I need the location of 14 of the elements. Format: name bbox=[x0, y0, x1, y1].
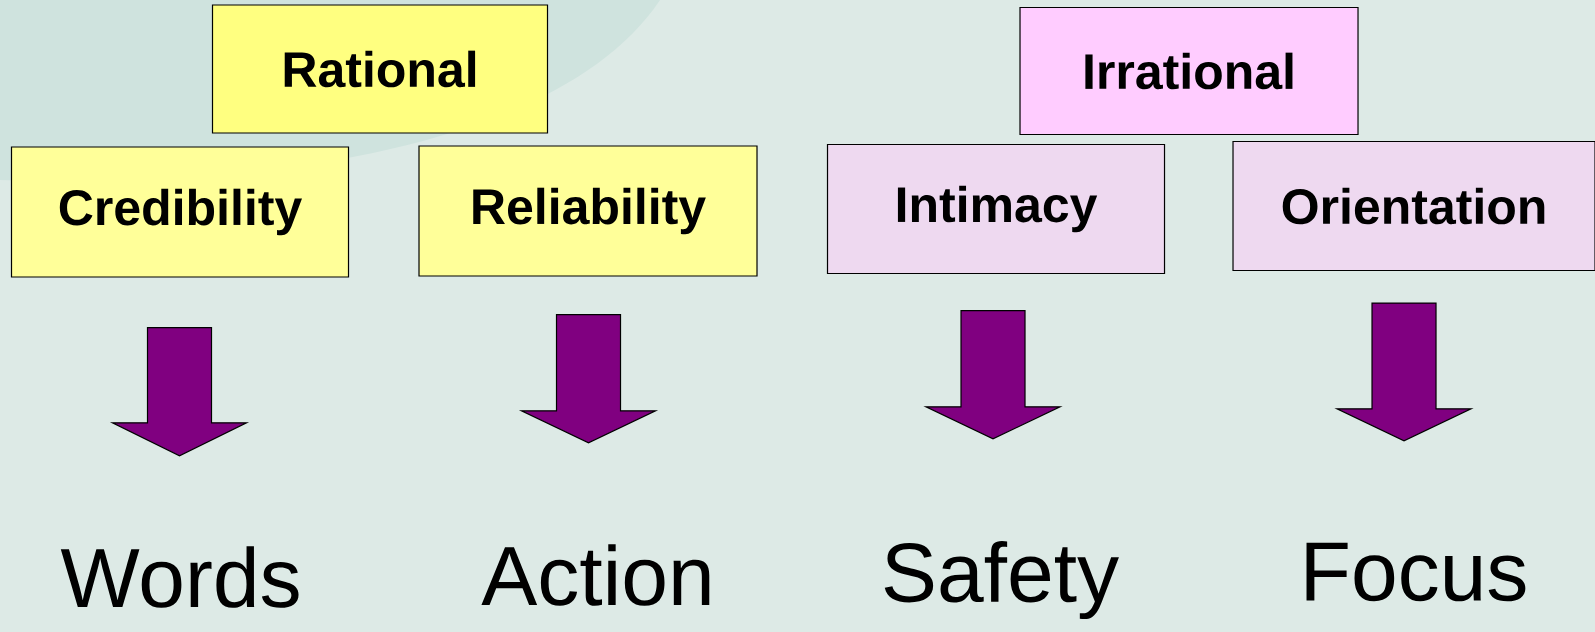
block-arrow bbox=[1334, 302, 1474, 442]
label-box: Rational bbox=[211, 4, 549, 134]
label-box: Intimacy bbox=[826, 143, 1166, 275]
label-box: Irrational bbox=[1019, 6, 1359, 136]
block-arrow bbox=[109, 327, 250, 457]
result-word: Safety bbox=[884, 540, 1119, 620]
result-word: Focus bbox=[1306, 542, 1526, 602]
result-word: Action bbox=[481, 544, 710, 606]
label-box: Credibility bbox=[10, 146, 350, 278]
block-arrow bbox=[518, 314, 659, 444]
label-box: Reliability bbox=[418, 145, 758, 277]
label-box: Orientation bbox=[1232, 140, 1595, 272]
result-word: Words bbox=[60, 546, 299, 608]
block-arrow bbox=[923, 310, 1063, 440]
